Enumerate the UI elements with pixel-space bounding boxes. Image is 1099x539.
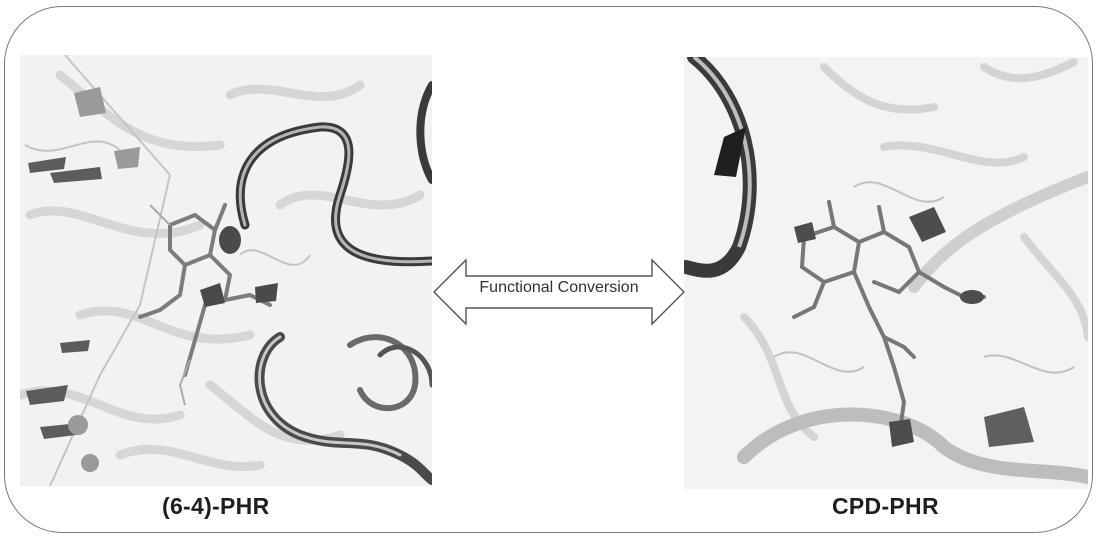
right-panel-caption: CPD-PHR: [832, 493, 939, 520]
cpd-phr-structure-image: [684, 57, 1088, 489]
six-four-phr-structure-image: [20, 55, 432, 486]
arrow-label: Functional Conversion: [432, 279, 686, 297]
left-panel-caption: (6-4)-PHR: [162, 493, 269, 520]
left-structure-panel: [20, 55, 432, 486]
right-structure-panel: [684, 57, 1088, 489]
